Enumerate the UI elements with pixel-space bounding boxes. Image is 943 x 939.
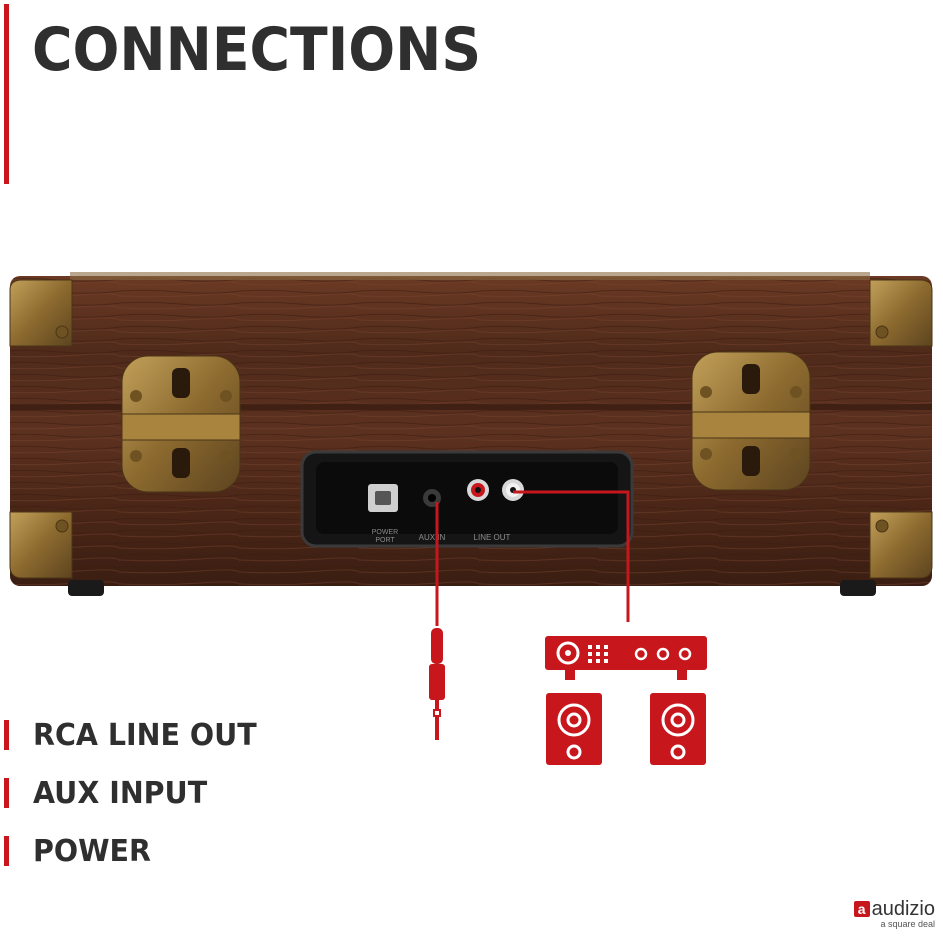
brand-mark-icon: a <box>853 901 870 917</box>
panel-label-aux: AUX IN <box>419 533 446 542</box>
panel-label-power: POWER <box>372 529 398 536</box>
corner-brackets <box>9 279 933 579</box>
brand-logo: a audizio a square deal <box>853 898 935 929</box>
brand-name: audizio <box>871 898 935 920</box>
amplifier-icon <box>545 636 707 680</box>
brand-tagline: a square deal <box>880 919 935 929</box>
speaker-right-icon <box>650 693 706 765</box>
feature-label: POWER <box>33 834 151 869</box>
page-title: CONNECTIONS <box>32 15 482 85</box>
connector-lines <box>435 490 630 626</box>
title-accent-bar <box>4 4 9 184</box>
latch-left <box>121 355 241 493</box>
feature-label: RCA LINE OUT <box>33 718 257 753</box>
feature-bullet <box>4 836 9 866</box>
turntable-case <box>10 272 932 596</box>
feature-bullet <box>4 720 9 750</box>
feature-bullet <box>4 778 9 808</box>
panel-label-line-out: LINE OUT <box>474 533 511 542</box>
latch-right <box>691 351 811 491</box>
speaker-left-icon <box>546 693 602 765</box>
connection-panel <box>300 450 634 548</box>
feature-label: AUX INPUT <box>33 776 208 811</box>
panel-label-power-2: PORT <box>375 537 395 544</box>
audio-plug-icon <box>429 628 445 740</box>
